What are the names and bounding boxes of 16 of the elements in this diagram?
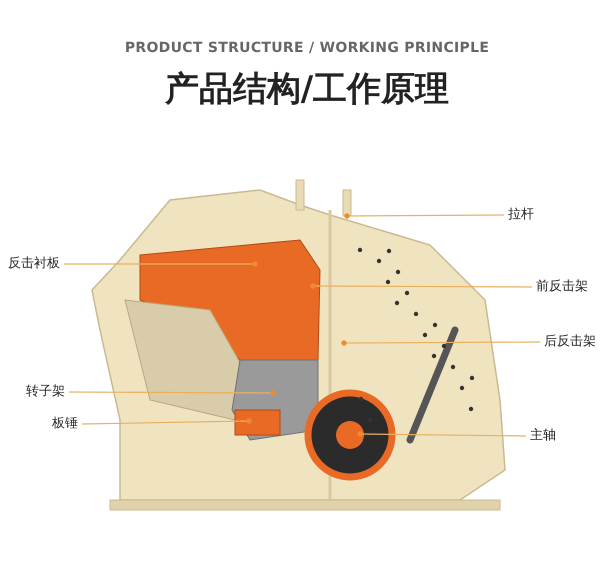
leader-line: [344, 213, 504, 219]
part-label: 拉杆: [508, 207, 534, 223]
part-label: 反击衬板: [8, 256, 60, 272]
leader-line: [82, 418, 252, 425]
leader-line: [310, 283, 532, 289]
subtitle: PRODUCT STRUCTURE / WORKING PRINCIPLE: [124, 40, 490, 56]
leader-line: [64, 261, 258, 267]
part-label: 转子架: [26, 384, 65, 400]
leader-line: [341, 340, 540, 346]
part-label: 板锤: [52, 416, 78, 432]
part-label: 主轴: [530, 428, 556, 444]
leader-line: [357, 431, 526, 437]
part-label: 后反击架: [544, 334, 596, 350]
leader-line: [69, 390, 276, 396]
part-label: 前反击架: [536, 279, 588, 295]
title: 产品结构/工作原理: [164, 68, 450, 111]
